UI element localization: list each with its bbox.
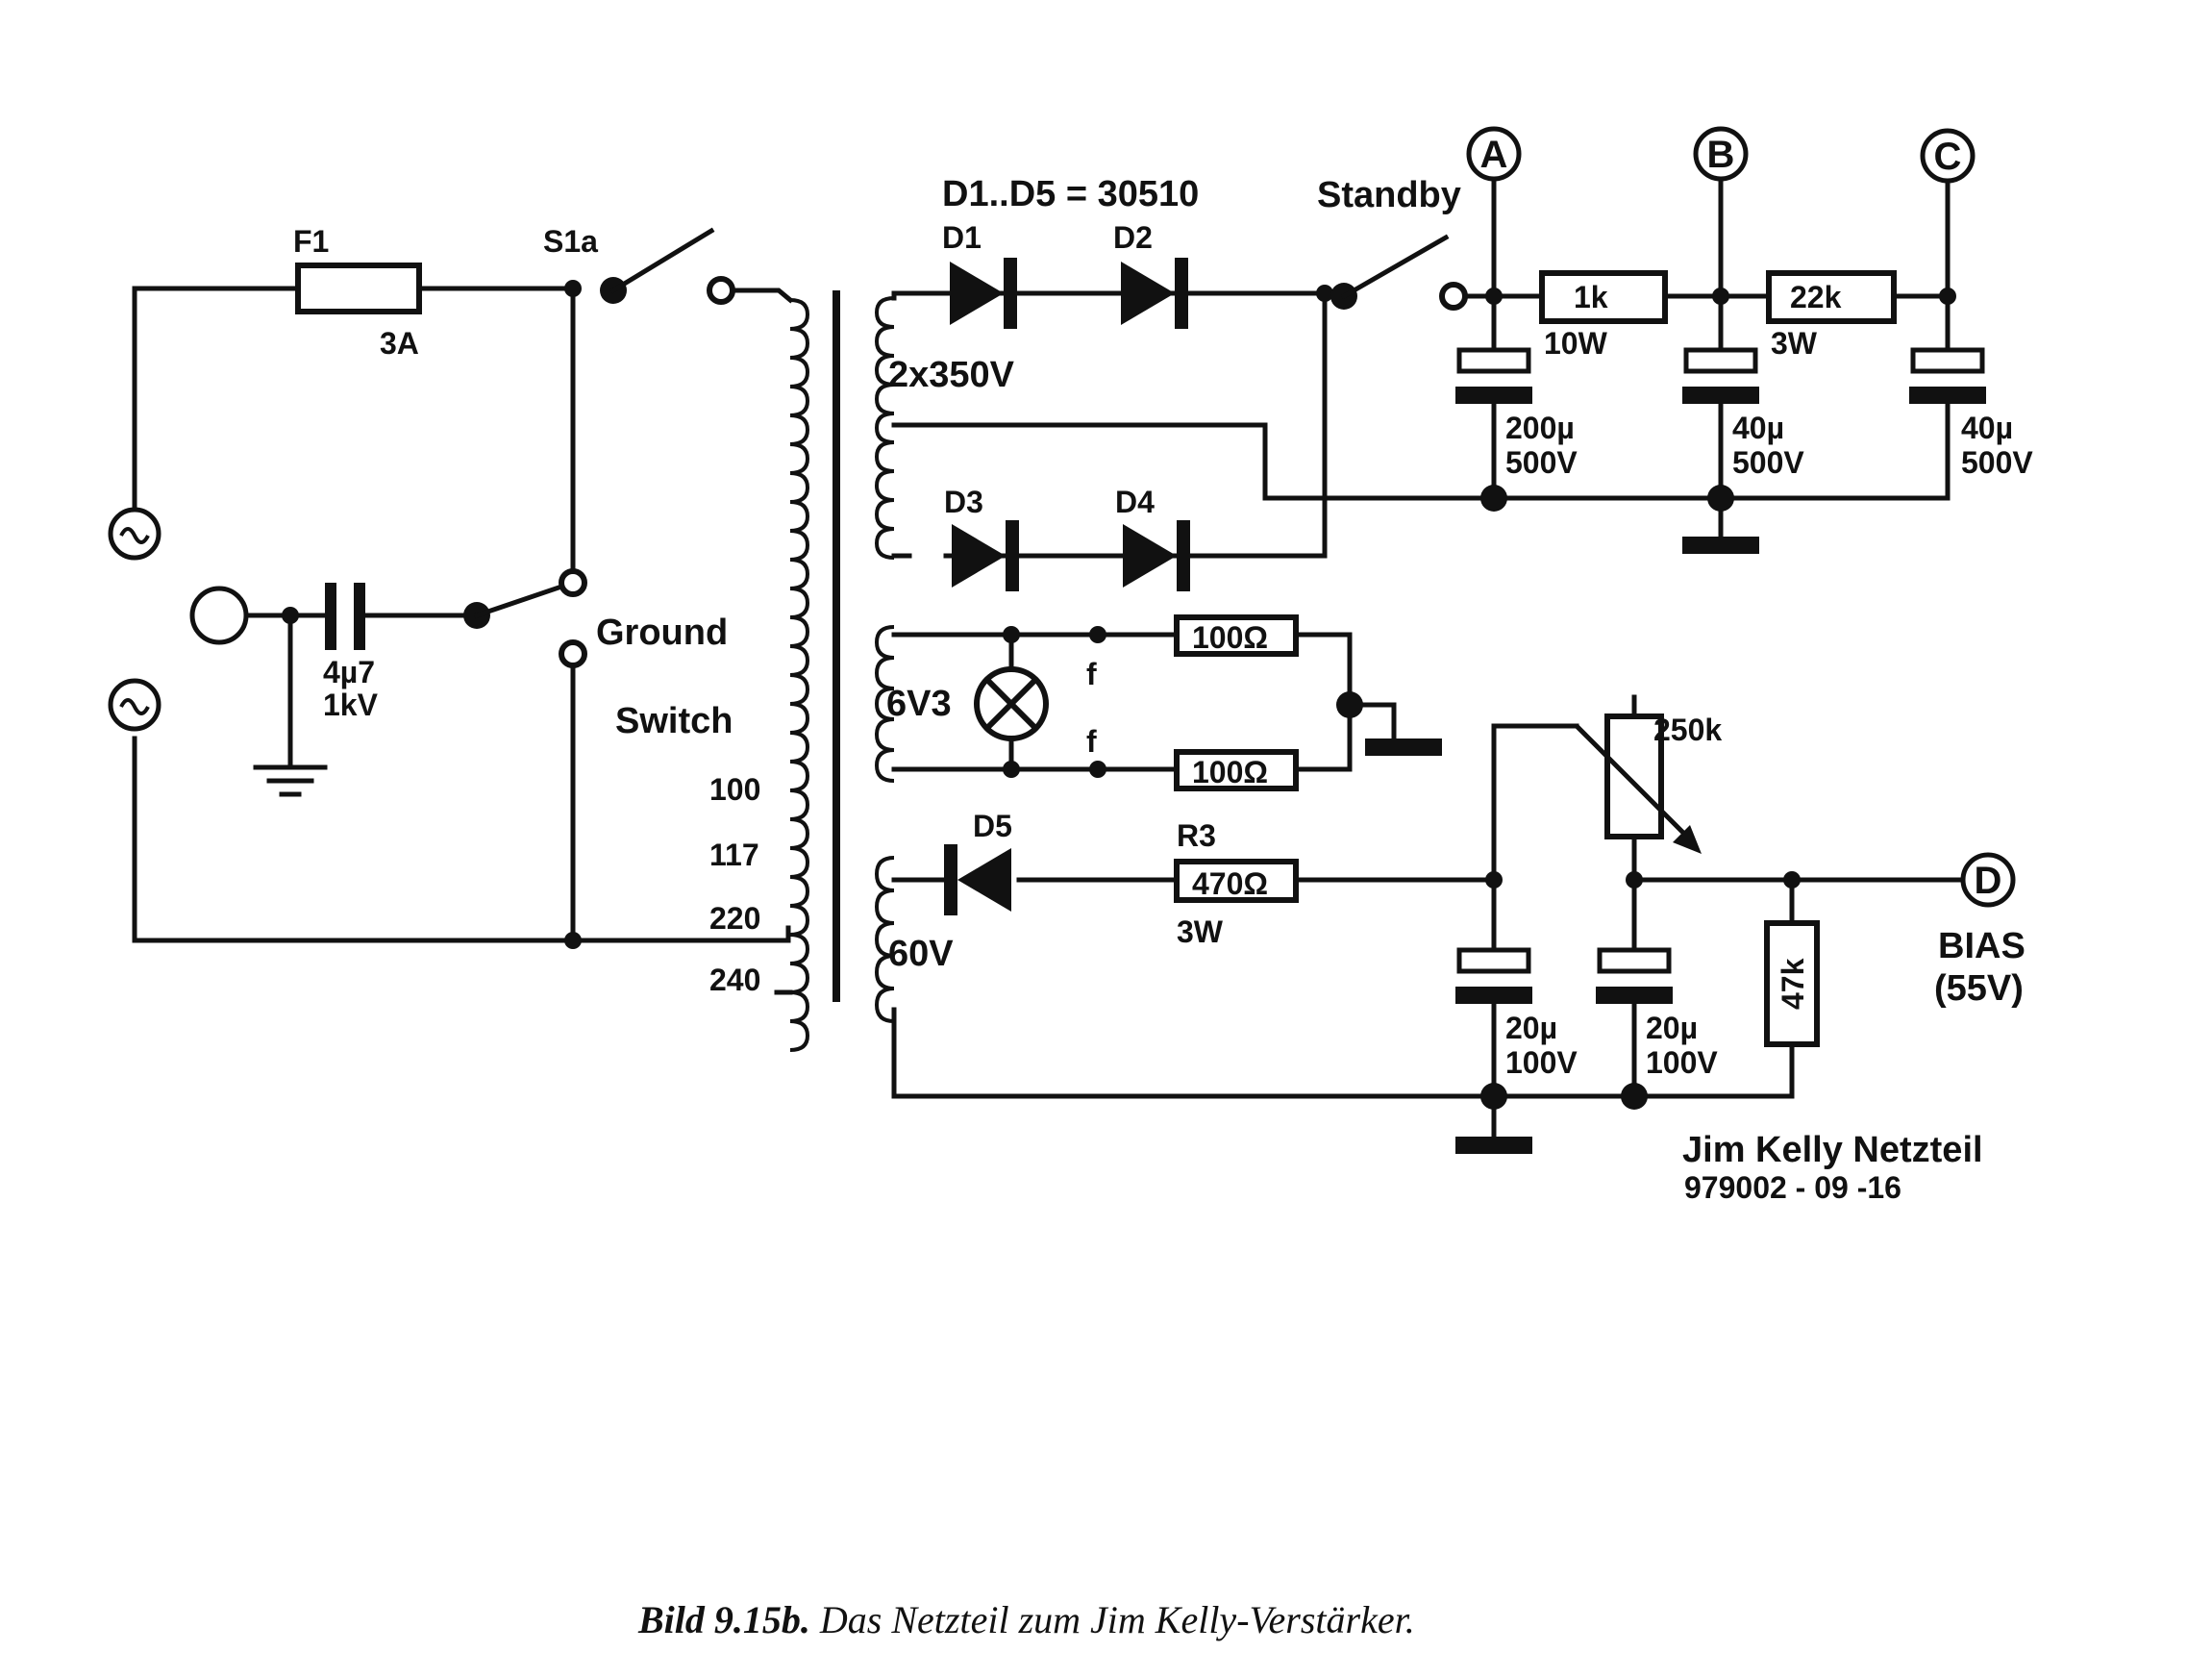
schematic-code: 979002 - 09 -16 — [1684, 1170, 1901, 1205]
d3-label: D3 — [944, 485, 983, 519]
d5-label: D5 — [973, 809, 1012, 843]
heater-winding-label: 6V3 — [886, 684, 952, 724]
connector-b-label: B — [1707, 134, 1735, 176]
tap-220: 220 — [709, 901, 760, 936]
r3-watt: 3W — [1177, 914, 1224, 949]
c-bias1-value: 20µ — [1505, 1011, 1557, 1045]
r100-top-label: 100Ω — [1192, 620, 1268, 655]
fuse-f1: F1 3A — [293, 224, 422, 361]
hv-filter: 1k 22k 10W 3W 200µ 500V 40µ 500V 40µ 500… — [1455, 126, 2033, 554]
cb-voltage: 500V — [1732, 445, 1804, 480]
connector-d-label: D — [1975, 860, 2002, 902]
heater-circuit: f f 100Ω 100Ω — [891, 614, 1442, 791]
diode-type-note: D1..D5 = 30510 — [942, 174, 1199, 214]
c-bias2-voltage: 100V — [1646, 1045, 1718, 1080]
tap-100: 100 — [709, 772, 760, 807]
tap-240: 240 — [709, 963, 760, 997]
ca-voltage: 500V — [1505, 445, 1578, 480]
tap-117: 117 — [709, 838, 759, 872]
cap-voltage: 1kV — [323, 688, 379, 722]
r47k-label: 47k — [1776, 958, 1810, 1010]
fuse-rating: 3A — [380, 326, 419, 361]
mains-input — [132, 286, 791, 943]
r3-label: R3 — [1177, 818, 1216, 853]
r1k-label: 1k — [1574, 280, 1608, 314]
title-block: Jim Kelly Netzteil 979002 - 09 -16 — [1682, 1130, 1983, 1205]
connector-a-label: A — [1480, 134, 1508, 176]
d2-label: D2 — [1113, 220, 1153, 255]
cap-value: 4µ7 — [323, 655, 375, 689]
bias-winding-label: 60V — [888, 934, 954, 974]
ca-value: 200µ — [1505, 411, 1575, 445]
cc-voltage: 500V — [1961, 445, 2033, 480]
r3-value: 470Ω — [1192, 866, 1268, 901]
connector-c-label: C — [1934, 136, 1962, 178]
connector-b: B — [1693, 126, 1749, 182]
c-bias2-value: 20µ — [1646, 1011, 1698, 1045]
bias-voltage: (55V) — [1934, 968, 2024, 1009]
s1a-label: S1a — [543, 224, 598, 259]
connector-d: D — [1960, 852, 2016, 908]
cc-value: 40µ — [1961, 411, 2013, 445]
ac-terminal-bottom — [108, 678, 162, 732]
standby-label: Standby — [1317, 175, 1461, 215]
r1k-watt: 10W — [1544, 326, 1608, 361]
r100-bottom-label: 100Ω — [1192, 755, 1268, 789]
fuse-label: F1 — [293, 224, 329, 259]
cb-value: 40µ — [1732, 411, 1784, 445]
f-bottom-label: f — [1086, 724, 1097, 759]
bias-supply: D5 470Ω R3 3W 250k 20µ 100V 20µ 100V 47k — [891, 694, 2026, 1154]
standby-switch: Standby — [1317, 175, 1468, 311]
figure-caption: Bild 9.15b. Das Netzteil zum Jim Kelly-V… — [637, 1598, 1415, 1641]
d4-label: D4 — [1115, 485, 1155, 519]
c-bias1-voltage: 100V — [1505, 1045, 1578, 1080]
caption-text: Das Netzteil zum Jim Kelly-Verstärker. — [810, 1598, 1415, 1641]
bias-label: BIAS — [1938, 926, 2026, 966]
hv-rectifier: D1 D2 D1..D5 = 30510 D3 D4 — [891, 174, 1491, 591]
r22k-watt: 3W — [1771, 326, 1818, 361]
connector-c: C — [1920, 128, 1976, 184]
f-top-label: f — [1086, 657, 1097, 691]
ground-switch: 4µ7 1kV Ground Switch — [189, 568, 733, 949]
d1-label: D1 — [942, 220, 982, 255]
switch-label: Switch — [615, 701, 733, 741]
r22k-label: 22k — [1790, 280, 1842, 314]
switch-s1a: S1a — [543, 224, 794, 305]
pot-label: 250k — [1653, 713, 1722, 747]
ac-terminal-top — [108, 507, 162, 561]
caption-number: Bild 9.15b. — [637, 1598, 810, 1641]
schematic-title: Jim Kelly Netzteil — [1682, 1130, 1983, 1170]
connector-a: A — [1466, 126, 1522, 182]
ground-label: Ground — [596, 613, 728, 653]
transformer: 100 117 220 240 2x350V 6V3 60V — [709, 290, 1015, 1052]
hv-winding-label: 2x350V — [888, 355, 1015, 395]
